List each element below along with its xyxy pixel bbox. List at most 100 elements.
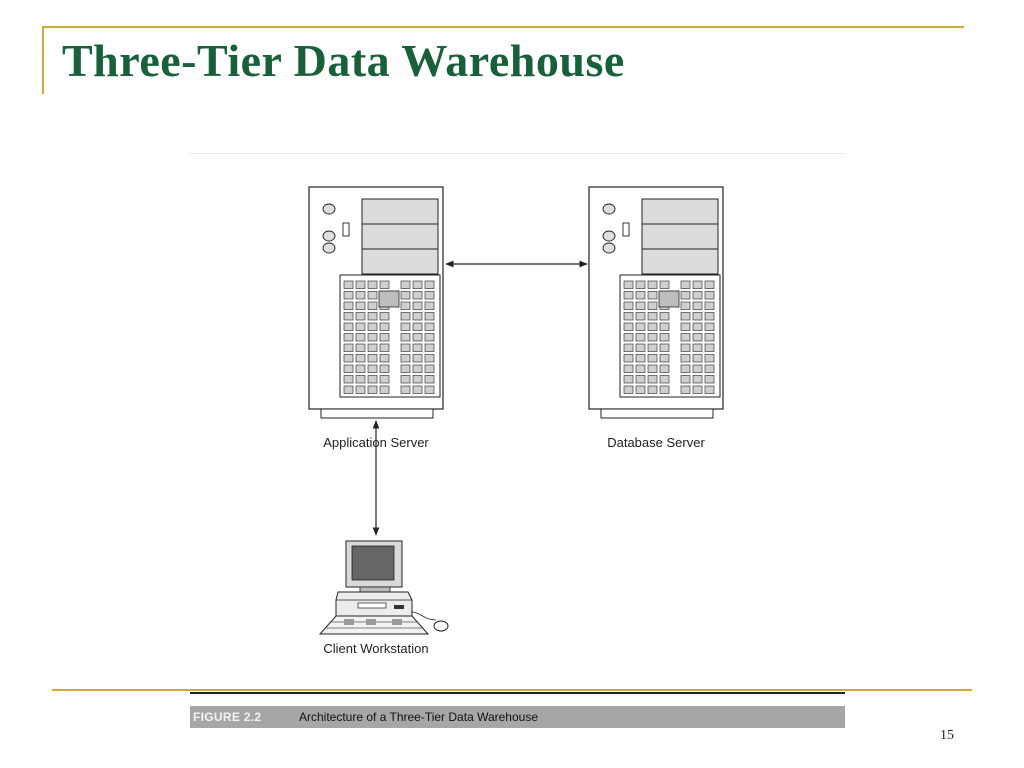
grid-cell [400,343,411,352]
grid-cell [367,280,378,289]
grid-cell [424,375,435,384]
grid-cell [635,322,646,331]
grid-cell [355,343,366,352]
grid-cell [692,354,703,363]
grid-cell [647,354,658,363]
reset-button-icon [322,230,336,242]
grid-cell [659,312,670,321]
reset-button-icon [602,230,616,242]
grid-cell [623,354,634,363]
grid-cell [424,312,435,321]
grid-cell [635,301,646,310]
key-slot-icon [622,222,630,237]
grid-cell [424,354,435,363]
db-server-buttons [602,203,630,254]
grid-cell [355,322,366,331]
grid-cell [400,375,411,384]
grid-cell [355,291,366,300]
drive-bay [361,198,439,225]
grid-cell [412,312,423,321]
figure-label: FIGURE 2.2 [193,710,262,724]
grid-cell [367,354,378,363]
application-server-label: Application Server [323,435,429,450]
grid-cell [343,301,354,310]
grid-cell [659,364,670,373]
grid-cell [379,322,390,331]
grid-cell [704,343,715,352]
grid-cell [355,364,366,373]
db-server-drive-bays [641,198,719,275]
grid-cell [412,291,423,300]
grid-cell [635,312,646,321]
grid-cell [424,364,435,373]
grid-cell [355,375,366,384]
grid-cell [647,280,658,289]
grid-cell [647,312,658,321]
grid-cell [692,364,703,373]
grid-cell [704,385,715,394]
grid-cell [623,322,634,331]
grid-cell [635,291,646,300]
grid-cell [647,375,658,384]
grid-cell [355,385,366,394]
grid-cell [623,333,634,342]
grid-cell [424,280,435,289]
grid-cell [400,301,411,310]
app-server-buttons [322,203,350,254]
grid-cell [692,322,703,331]
grid-cell [704,312,715,321]
grid-cell [400,333,411,342]
grid-cell [623,291,634,300]
grid-cell [412,375,423,384]
grid-cell [424,385,435,394]
drive-bay [641,198,719,225]
grid-cell [680,322,691,331]
grid-cell [343,312,354,321]
grid-cell [355,312,366,321]
grid-cell [635,333,646,342]
grid-cell [343,291,354,300]
grid-cell [635,280,646,289]
app-server-grid-panel [339,274,441,398]
power-button-icon [322,203,336,215]
grid-cell [704,364,715,373]
grid-cell [379,312,390,321]
app-server-drive-bays [361,198,439,275]
grid-cell [367,291,378,300]
grid-cell [680,364,691,373]
grid-cell [343,385,354,394]
grid-cell [680,343,691,352]
grid-cell [367,312,378,321]
grid-cell [367,375,378,384]
grid-cell [412,354,423,363]
grid-cell [424,301,435,310]
grid-cell [343,322,354,331]
grid-cell [680,354,691,363]
grid-cell [412,280,423,289]
grid-cell [623,312,634,321]
grid-cell [692,291,703,300]
grid-cell [424,333,435,342]
grid-cell [343,343,354,352]
grid-cell [692,301,703,310]
grid-cell [623,301,634,310]
figure-caption: FIGURE 2.2 Architecture of a Three-Tier … [190,706,845,728]
grid-cell [680,375,691,384]
indicator-button-icon [602,242,616,254]
power-button-icon [602,203,616,215]
grid-cell [659,333,670,342]
grid-cell [355,280,366,289]
grid-cell [343,333,354,342]
grid-cell [400,322,411,331]
grid-cell [659,322,670,331]
grid-cell [343,354,354,363]
grid-cell [367,343,378,352]
grid-cell [379,280,390,289]
grid-cell [400,385,411,394]
grid-cell [355,301,366,310]
grid-cell [623,385,634,394]
client-workstation-label: Client Workstation [323,641,428,656]
database-server-label: Database Server [607,435,705,450]
db-server-grid-panel [619,274,721,398]
